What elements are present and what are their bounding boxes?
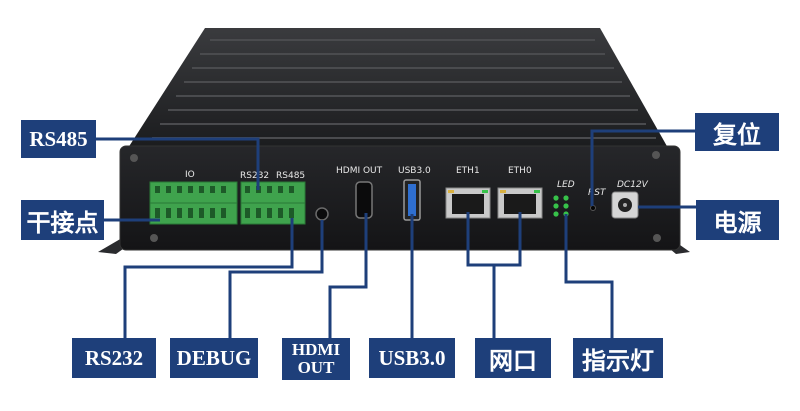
serial-terminal-block — [240, 181, 306, 225]
debug-line — [228, 220, 324, 340]
callout-power: 电源 — [696, 200, 779, 240]
hdmi-port — [355, 181, 373, 219]
reset-line — [590, 129, 695, 206]
callout-dry-contact: 干接点 — [21, 200, 104, 240]
led-label: LED — [557, 180, 575, 190]
usb30-label: USB3.0 — [398, 166, 431, 176]
hdmi-out-label: HDMI OUT — [336, 166, 383, 176]
callout-lines — [96, 129, 696, 340]
chassis-top — [128, 28, 668, 148]
dc12v-label: DC12V — [617, 180, 649, 190]
io-label: IO — [185, 170, 195, 180]
rs485-line — [96, 137, 260, 190]
rst-label: RST — [588, 188, 607, 198]
rs232-label: RS232 — [240, 171, 269, 181]
callout-rs485: RS485 — [21, 120, 96, 158]
indicator-line — [564, 214, 614, 340]
hdmi-line — [328, 213, 368, 340]
eth0-label: ETH0 — [508, 166, 532, 176]
debug-jack — [315, 207, 329, 221]
reset-hole — [590, 205, 596, 211]
callout-rs232: RS232 — [72, 338, 156, 378]
callout-hdmi-out: HDMI OUT — [282, 338, 350, 380]
rs232-line — [123, 218, 294, 340]
io-terminal-block — [149, 181, 238, 225]
callout-debug: DEBUG — [170, 338, 258, 378]
dc-jack — [611, 191, 639, 219]
eth1-label: ETH1 — [456, 166, 480, 176]
callout-reset: 复位 — [695, 113, 779, 151]
callout-network-port: 网口 — [475, 338, 551, 378]
callout-indicator: 指示灯 — [573, 338, 663, 378]
callout-usb30: USB3.0 — [369, 338, 455, 378]
rs485-label: RS485 — [276, 171, 305, 181]
